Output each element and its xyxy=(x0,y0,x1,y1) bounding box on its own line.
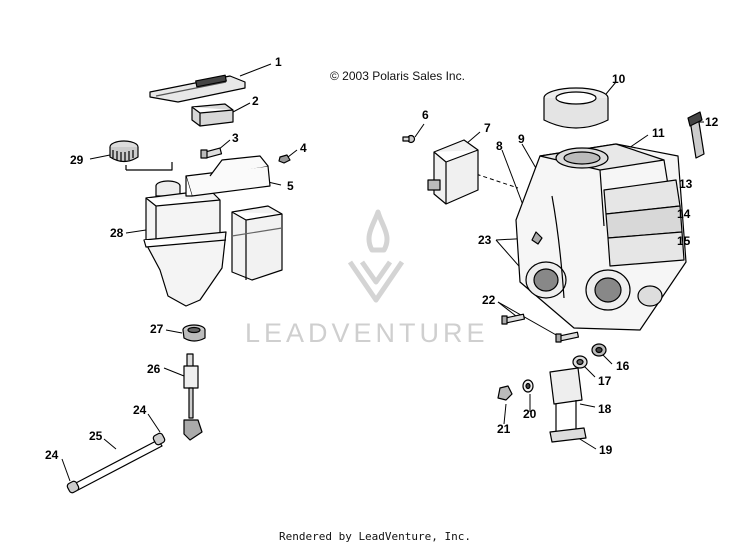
callout-21[interactable]: 21 xyxy=(497,422,511,436)
callout-24-upper[interactable]: 24 xyxy=(133,403,147,417)
leader-line-7 xyxy=(465,131,481,145)
leader-line-24a xyxy=(147,413,161,433)
callout-16[interactable]: 16 xyxy=(616,359,630,373)
callout-4[interactable]: 4 xyxy=(300,141,307,155)
footer-credit: Rendered by LeadVenture, Inc. xyxy=(278,530,472,543)
part-22-screw-b xyxy=(555,331,580,343)
part-1-cover xyxy=(149,74,246,103)
part-12-clip xyxy=(687,111,705,159)
part-7-module xyxy=(427,139,479,205)
callout-23[interactable]: 23 xyxy=(478,233,492,247)
callout-11[interactable]: 11 xyxy=(652,126,665,140)
part-19-strap xyxy=(549,427,587,443)
leader-line-22b xyxy=(497,301,559,337)
part-4-nut xyxy=(278,154,291,164)
leader-line-26 xyxy=(163,367,185,377)
leader-line-2 xyxy=(232,102,251,113)
leader-line-29 xyxy=(89,154,111,160)
part-25-hose xyxy=(73,439,163,491)
callout-22[interactable]: 22 xyxy=(482,293,496,307)
part-20-washer xyxy=(522,379,534,393)
callout-28[interactable]: 28 xyxy=(110,226,124,240)
part-2-block xyxy=(191,103,234,127)
callout-9[interactable]: 9 xyxy=(518,132,525,146)
callout-3[interactable]: 3 xyxy=(232,131,239,145)
part-8-clip xyxy=(531,231,543,245)
part-10-seal xyxy=(543,87,609,129)
leader-line-1 xyxy=(239,63,272,77)
part-24-clamp-upper xyxy=(152,432,166,446)
copyright-notice: © 2003 Polaris Sales Inc. xyxy=(330,69,465,83)
part-28-reservoir xyxy=(143,180,227,307)
leader-line-28 xyxy=(125,229,147,234)
leader-line-24b xyxy=(61,458,71,482)
callout-8[interactable]: 8 xyxy=(496,139,503,153)
callout-17[interactable]: 17 xyxy=(598,374,612,388)
leader-line-21 xyxy=(503,403,507,425)
callout-20[interactable]: 20 xyxy=(523,407,537,421)
part-9-hose xyxy=(551,195,565,299)
callout-18[interactable]: 18 xyxy=(598,402,612,416)
callout-5[interactable]: 5 xyxy=(287,179,294,193)
leader-line-6 xyxy=(414,123,425,138)
airbox-port-side xyxy=(637,285,663,307)
callout-6[interactable]: 6 xyxy=(422,108,429,122)
leader-line-17 xyxy=(583,365,596,378)
callout-19[interactable]: 19 xyxy=(599,443,613,457)
part-29-cap xyxy=(109,140,173,171)
watermark-text: LEADVENTURE xyxy=(245,318,489,348)
airbox-port-right xyxy=(585,269,631,311)
part-6-screw xyxy=(402,134,416,144)
leader-line-16 xyxy=(601,353,613,365)
part-3-screw xyxy=(200,147,223,159)
callout-26[interactable]: 26 xyxy=(147,362,161,376)
callout-10[interactable]: 10 xyxy=(612,72,626,86)
callout-27[interactable]: 27 xyxy=(150,322,164,336)
part-15-panel xyxy=(607,231,685,267)
callout-14[interactable]: 14 xyxy=(677,207,691,221)
leader-line-27 xyxy=(165,329,183,334)
leader-line-25 xyxy=(103,438,117,450)
callout-15[interactable]: 15 xyxy=(677,234,691,248)
part-22-screw-a xyxy=(501,313,526,325)
part-16-grommet xyxy=(591,343,607,357)
callout-13[interactable]: 13 xyxy=(679,177,693,191)
leader-line-4 xyxy=(287,149,298,158)
callout-7[interactable]: 7 xyxy=(484,121,491,135)
part-17-spacer xyxy=(572,355,588,369)
callout-25[interactable]: 25 xyxy=(89,429,103,443)
callout-2[interactable]: 2 xyxy=(252,94,259,108)
callout-29[interactable]: 29 xyxy=(70,153,84,167)
part-24-clamp-lower xyxy=(66,480,80,494)
leader-line-10 xyxy=(605,81,617,95)
leader-line-18 xyxy=(579,403,596,408)
part-21-bolt xyxy=(497,385,513,401)
part-5-bracket xyxy=(185,155,271,197)
part-18-bracket xyxy=(549,367,583,434)
part-26-pickup xyxy=(183,353,203,441)
leadventure-logo-watermark xyxy=(347,209,405,303)
callout-12[interactable]: 12 xyxy=(705,115,719,129)
airbox-port-left xyxy=(525,261,567,299)
part-27-grommet xyxy=(182,324,206,342)
part-5-box xyxy=(231,205,283,281)
leader-line-22a xyxy=(497,301,517,317)
callout-24-lower[interactable]: 24 xyxy=(45,448,59,462)
callout-1[interactable]: 1 xyxy=(275,55,282,69)
